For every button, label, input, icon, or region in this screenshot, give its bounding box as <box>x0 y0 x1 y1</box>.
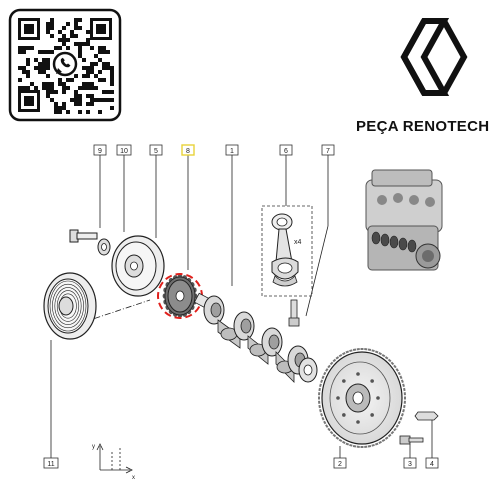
callout-4: 4 <box>425 457 439 469</box>
callout-8: 8 <box>181 144 195 156</box>
axis-marker <box>96 443 133 474</box>
callout-2: 2 <box>333 457 347 469</box>
renault-diamond-icon <box>400 18 468 96</box>
leader-lines <box>50 155 433 458</box>
part-9-bolt <box>69 229 98 243</box>
callout-3: 3 <box>403 457 417 469</box>
callout-label-4: 4 <box>430 461 434 468</box>
part-1-crankshaft <box>193 292 318 383</box>
callout-label-1: 1 <box>230 148 234 155</box>
callout-label-9: 9 <box>98 148 102 155</box>
part-8-sprocket <box>162 274 198 318</box>
callout-label-7: 7 <box>326 148 330 155</box>
callout-label-3: 3 <box>408 461 412 468</box>
callout-7: 7 <box>321 144 335 156</box>
quantity-label: x4 <box>294 239 302 246</box>
axis-label-x: x <box>132 475 135 481</box>
callout-10: 10 <box>116 144 132 156</box>
qr-code[interactable] <box>8 8 122 122</box>
callout-6: 6 <box>279 144 293 156</box>
axis-label-y: y <box>92 444 95 450</box>
part-7-bolt <box>288 299 300 327</box>
part-10-washer <box>97 238 111 256</box>
callout-1: 1 <box>225 144 239 156</box>
whatsapp-icon <box>51 50 79 78</box>
callout-label-5: 5 <box>154 148 158 155</box>
part-2-flywheel <box>318 348 406 448</box>
part-3-bolt <box>399 435 424 445</box>
part-11-damper-pulley <box>43 272 97 340</box>
callout-label-11: 11 <box>47 461 54 468</box>
engine-thumbnail <box>365 169 443 271</box>
callout-label-6: 6 <box>284 148 288 155</box>
callout-9: 9 <box>93 144 107 156</box>
part-5-pulley <box>111 235 165 297</box>
callout-label-2: 2 <box>338 461 342 468</box>
brand-name: PEÇA RENOTECH <box>356 118 490 135</box>
part-6-connecting-rod: x4 <box>261 205 313 297</box>
callout-11: 11 <box>43 457 59 469</box>
callout-label-8: 8 <box>186 148 190 155</box>
callout-5: 5 <box>149 144 163 156</box>
callout-label-10: 10 <box>120 148 128 155</box>
part-4-dowel <box>414 411 439 421</box>
